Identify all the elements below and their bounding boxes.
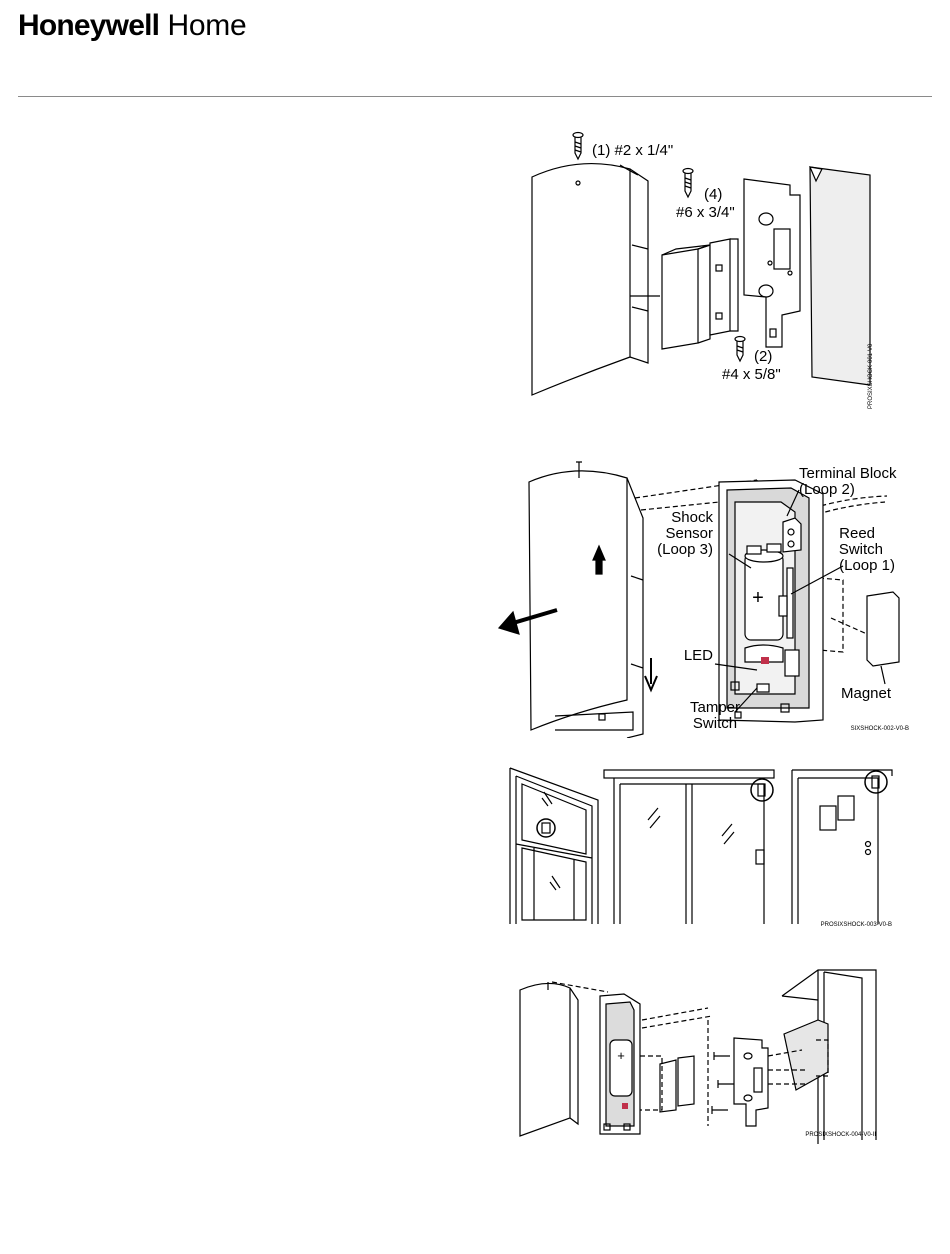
led-indicator-small bbox=[622, 1103, 628, 1109]
figure2-code: SIXSHOCK-002-V0-B bbox=[851, 726, 909, 732]
figure3-code: PROSIXSHOCK-003-V0-B bbox=[821, 922, 892, 928]
label-shock-loop: (Loop 3) bbox=[657, 541, 713, 558]
header-divider bbox=[18, 96, 932, 97]
label-reed-loop: (Loop 1) bbox=[839, 557, 895, 574]
label-terminal-block: Terminal Block bbox=[799, 465, 897, 482]
figure-device-internals: + Terminal Block (Loop 2) Shock Sensor (… bbox=[495, 458, 915, 738]
figure-exploded-parts: (1) #2 x 1/4" (4) #6 x 3/4" (2) #4 x 5/8… bbox=[500, 125, 920, 415]
figure4-code: PROSIXSHOCK-004-V0-II bbox=[805, 1132, 876, 1138]
label-shock-sensor: Sensor bbox=[665, 525, 713, 542]
led-indicator bbox=[761, 657, 769, 664]
figure-assembly-mounting: + PROSIXSHOCK-004-V0-II bbox=[512, 960, 892, 1146]
label-screw-6x34: #6 x 3/4" bbox=[676, 204, 735, 221]
label-shock: Shock bbox=[671, 509, 713, 526]
honeywell-home-logo: Honeywell Home bbox=[18, 6, 246, 46]
battery-plus-symbol: + bbox=[752, 587, 764, 609]
label-screw-4x58: #4 x 5/8" bbox=[722, 366, 781, 383]
battery-plus-symbol-small: + bbox=[617, 1048, 625, 1063]
label-terminal-loop: (Loop 2) bbox=[799, 481, 855, 498]
logo-brand-bold: Honeywell bbox=[18, 9, 159, 42]
label-screw-2x14: (1) #2 x 1/4" bbox=[592, 142, 673, 159]
logo-brand-light: Home bbox=[168, 9, 247, 42]
figure1-code: PROSIXSHOCK-001-V0 bbox=[868, 343, 874, 409]
label-reed-switch: Switch bbox=[839, 541, 883, 558]
label-reed: Reed bbox=[839, 525, 875, 542]
label-screw-qty-2: (2) bbox=[754, 348, 772, 365]
screw-icon bbox=[573, 133, 583, 160]
label-screw-qty-4: (4) bbox=[704, 186, 722, 203]
label-tamper-switch: Switch bbox=[693, 715, 737, 732]
label-led: LED bbox=[684, 647, 713, 664]
figure-installation-locations: PROSIXSHOCK-003-V0-B bbox=[508, 764, 898, 930]
label-magnet: Magnet bbox=[841, 685, 892, 702]
label-tamper: Tamper bbox=[690, 699, 740, 716]
